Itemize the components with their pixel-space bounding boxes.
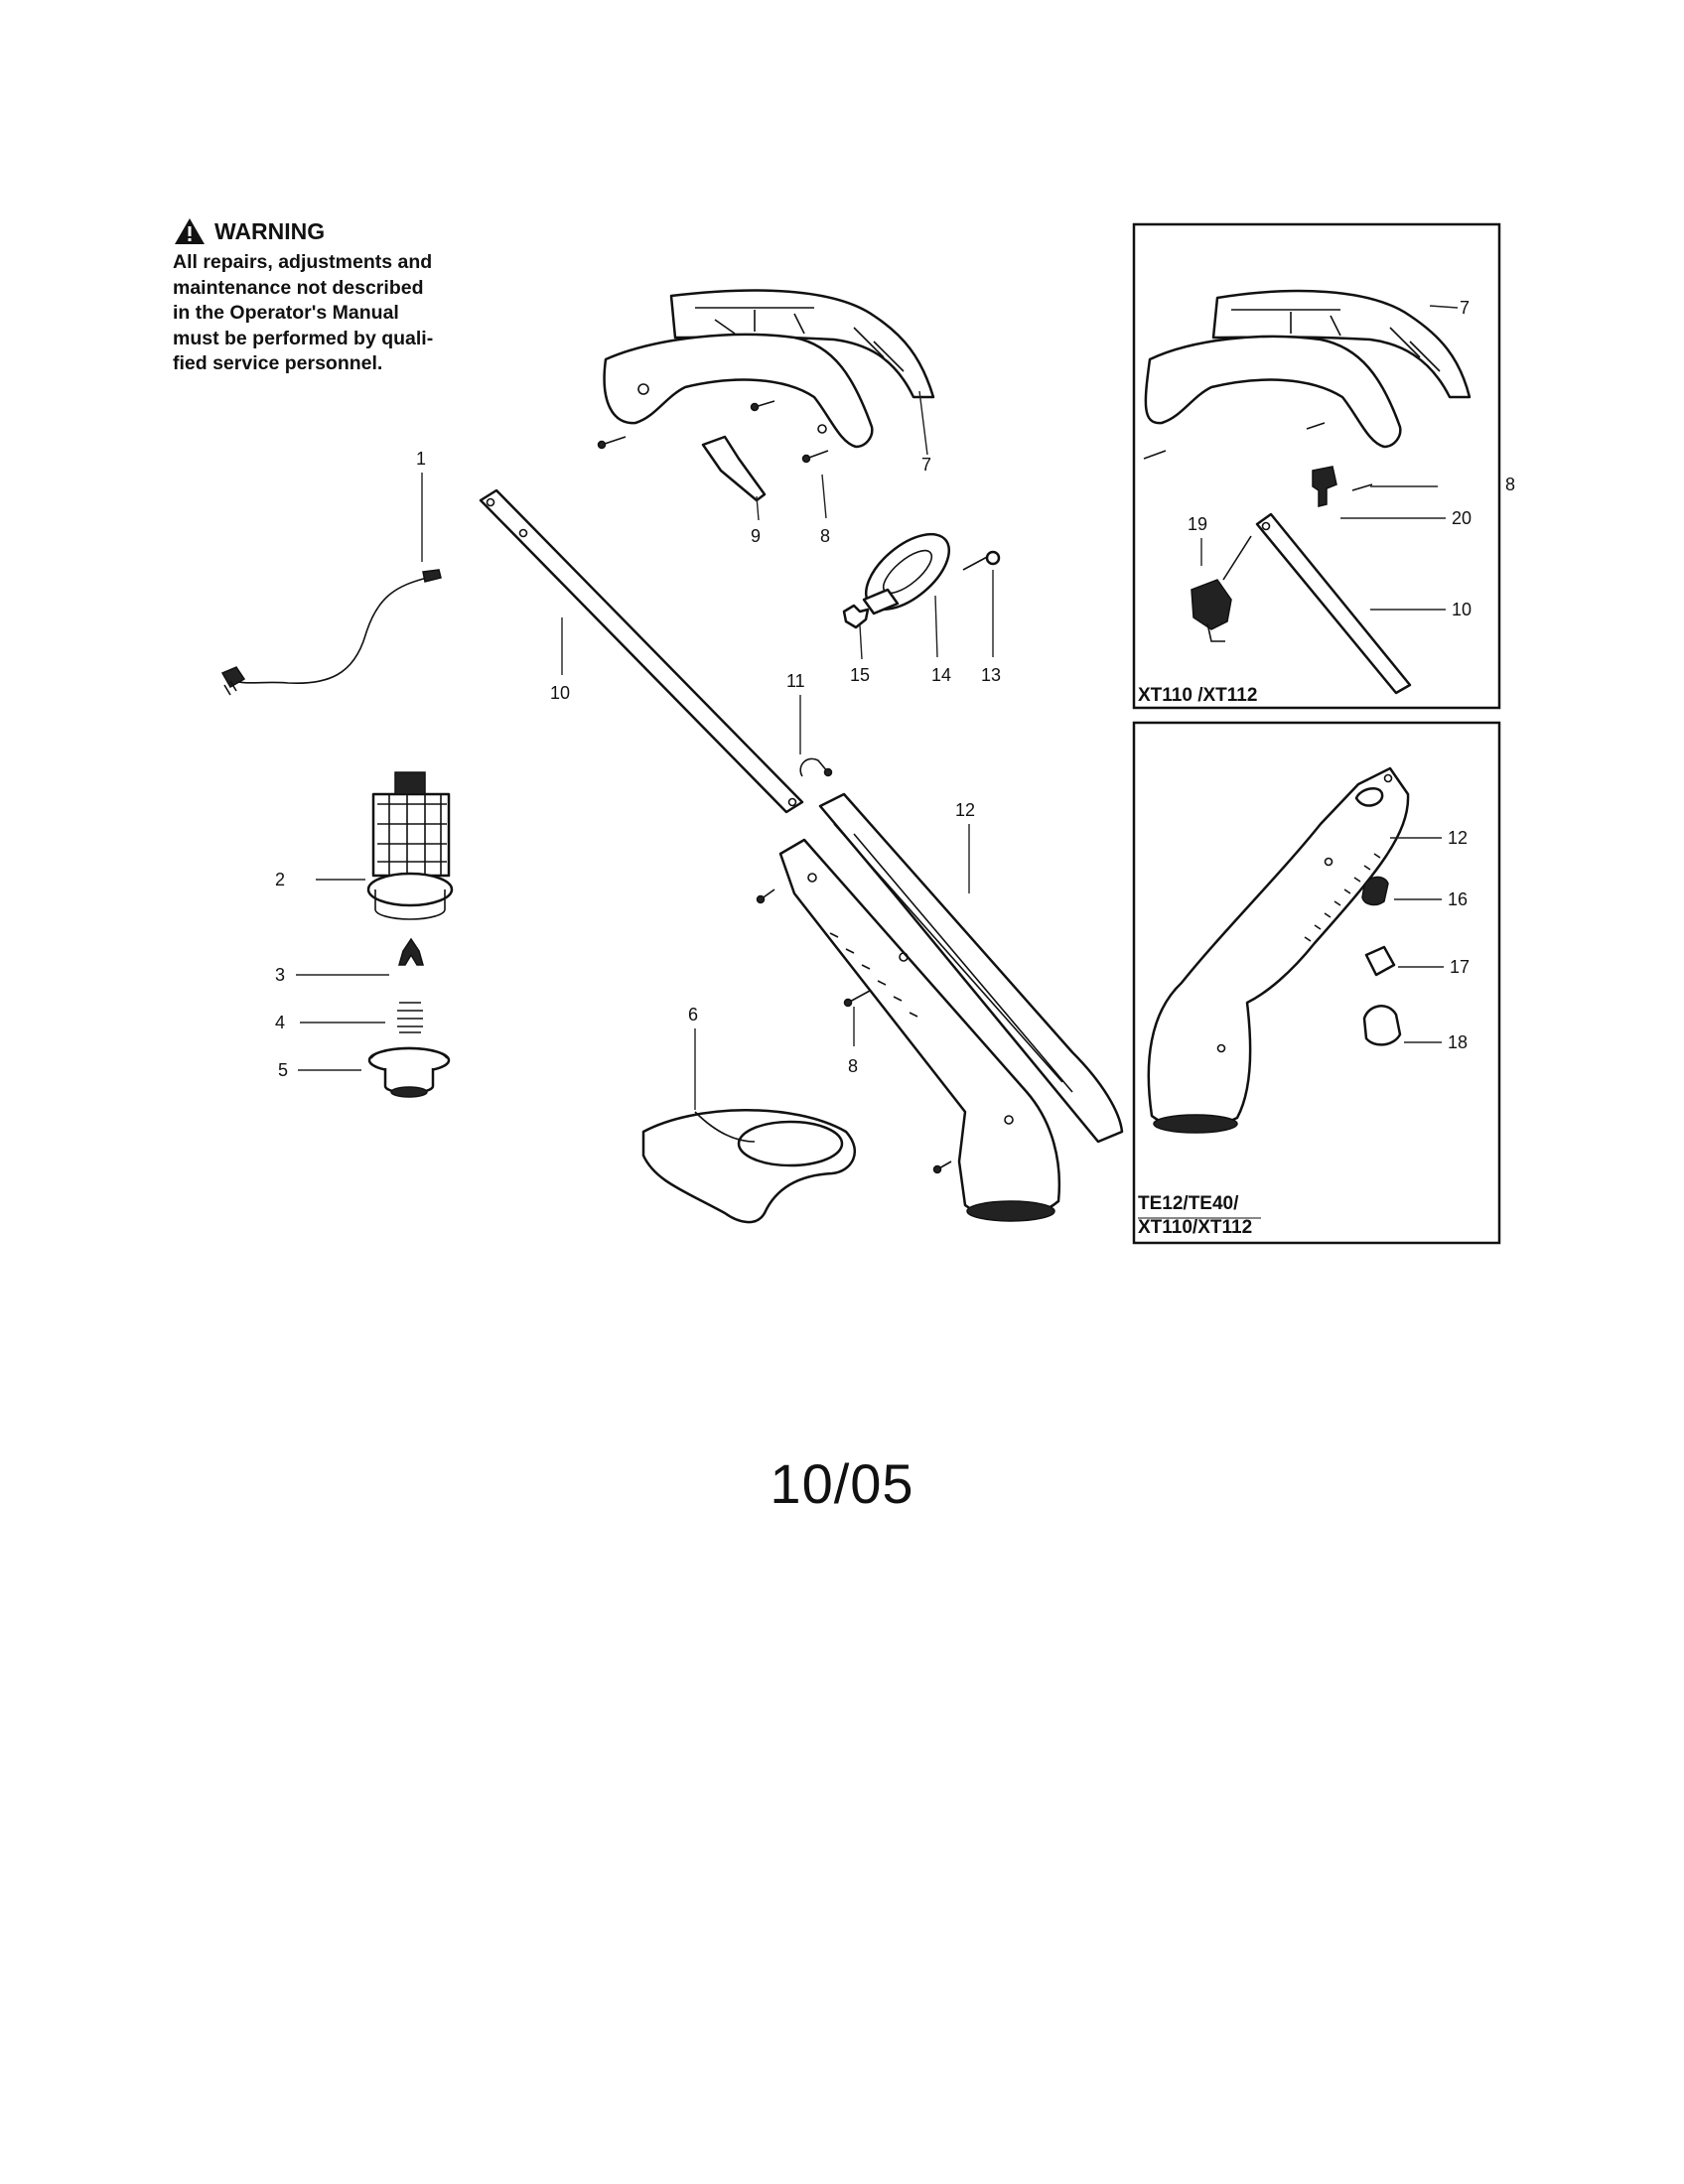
part-4-spring <box>397 1002 423 1033</box>
part-8-screws-top <box>597 400 829 464</box>
callout-7: 7 <box>921 455 931 475</box>
callout-5: 5 <box>278 1060 288 1080</box>
callout-2: 2 <box>275 870 285 889</box>
page-date: 10/05 <box>770 1452 914 1515</box>
part-3-spool-retainer <box>398 937 424 966</box>
part-1-power-cord <box>220 569 442 696</box>
callout-8-top: 8 <box>820 526 830 546</box>
inset-te12-te40-xt110-xt112 <box>1132 721 1501 1245</box>
warning-heading: WARNING <box>173 216 491 246</box>
warning-line: All repairs, adjustments and <box>173 251 433 273</box>
part-13-bolt <box>962 550 1001 571</box>
warning-triangle-icon <box>175 218 205 244</box>
callout-3: 3 <box>275 965 285 985</box>
warning-line: maintenance not described <box>173 276 424 299</box>
callout-13: 13 <box>981 665 1001 685</box>
inset-top-callout-20: 20 <box>1452 508 1472 528</box>
inset-bottom-label-line2: XT110/XT112 <box>1138 1217 1252 1238</box>
warning-line: fied service personnel. <box>173 352 383 374</box>
callout-15: 15 <box>850 665 870 685</box>
callout-11: 11 <box>786 671 805 691</box>
part-8-screws-lower <box>756 888 952 1174</box>
inset-bottom-callout-17: 17 <box>1450 957 1470 977</box>
warning-heading-text: WARNING <box>214 217 326 244</box>
warning-line: in the Operator's Manual <box>173 302 399 324</box>
inset-top-callout-19: 19 <box>1188 514 1207 534</box>
inset-top-callout-10: 10 <box>1452 600 1472 619</box>
callout-9: 9 <box>751 526 761 546</box>
inset-top-label: XT110 /XT112 <box>1138 685 1257 706</box>
inset-bottom-callout-16: 16 <box>1448 889 1468 909</box>
callout-1: 1 <box>416 449 426 469</box>
part-5-spool <box>367 1046 451 1098</box>
warning-block: WARNING All repairs, adjustments and mai… <box>173 216 491 377</box>
callout-10: 10 <box>550 683 570 703</box>
part-12-lower-housing <box>778 792 1124 1222</box>
part-15-wing-nut <box>842 604 870 629</box>
part-6-guard <box>641 1109 857 1224</box>
part-2-motor <box>366 771 454 920</box>
callout-6: 6 <box>688 1005 698 1024</box>
part-7-upper-handle <box>603 289 935 449</box>
callout-4: 4 <box>275 1013 285 1032</box>
inset-bottom-callout-18: 18 <box>1448 1032 1468 1052</box>
inset-bottom-callout-12: 12 <box>1448 828 1468 848</box>
inset-top-callout-8: 8 <box>1505 475 1515 494</box>
part-9-trigger <box>701 435 767 502</box>
callout-14: 14 <box>931 665 951 685</box>
warning-text: All repairs, adjustments and maintenance… <box>173 250 491 377</box>
callout-12: 12 <box>955 800 975 820</box>
part-11-clip <box>799 757 833 777</box>
inset-xt110-xt112 <box>1132 222 1501 710</box>
inset-top-callout-7: 7 <box>1460 298 1470 318</box>
part-14-auxiliary-handle <box>862 532 951 615</box>
inset-bottom-label-line1: TE12/TE40/ <box>1138 1193 1239 1214</box>
warning-line: must be performed by quali- <box>173 327 434 349</box>
callout-8-lower: 8 <box>848 1056 858 1076</box>
part-10-shaft <box>479 488 804 814</box>
